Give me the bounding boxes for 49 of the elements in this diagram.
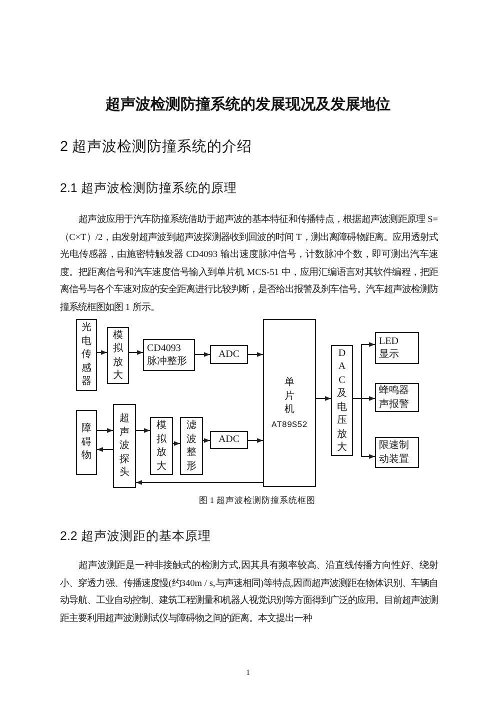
section-heading: 2 超声波检测防撞系统的介绍: [60, 138, 252, 157]
block-label: 模拟放大: [156, 419, 167, 473]
arrow: [316, 396, 332, 401]
block-label: DAC及电压放大: [336, 346, 348, 454]
arrow: [128, 350, 144, 355]
arrow: [136, 480, 264, 485]
block-label: ADC: [218, 348, 240, 362]
block-label: 模拟放大: [112, 328, 124, 382]
figure-caption: 图 1 超声波检测防撞系统框图: [198, 495, 316, 506]
arrow: [248, 438, 264, 443]
block-label: LED 显示: [379, 334, 400, 362]
block-box: [210, 345, 248, 364]
subsection-heading: 2.1 超声波检测防撞系统的原理: [60, 180, 237, 197]
block-label: 光电传感器: [81, 321, 92, 389]
block-label: 障碍物: [81, 422, 92, 463]
arrow: [202, 438, 210, 443]
block-box: [375, 437, 419, 468]
block-label: 限速制动装置: [379, 439, 410, 466]
block-label: 滤波整形: [186, 419, 197, 473]
block-label: 超声波探头: [119, 412, 130, 480]
block-box: [113, 404, 136, 488]
block-box: [210, 431, 248, 449]
block-box: [76, 410, 97, 475]
block-box: [180, 417, 203, 475]
arrow: [248, 352, 264, 357]
arrow: [136, 428, 150, 433]
arrow: [96, 428, 114, 433]
arrow: [194, 352, 210, 357]
arrow: [96, 447, 114, 452]
block-box: [143, 339, 195, 371]
block-label: 蜂鸣器声报警: [379, 384, 410, 411]
block-box: [76, 319, 97, 391]
page-number: 1: [246, 668, 250, 678]
block-label: AT89S52: [272, 420, 308, 430]
block-label: 单片机: [284, 376, 295, 417]
block-box: [263, 319, 316, 487]
block-box: [150, 417, 173, 475]
block-label: CD4093 脉冲整形: [147, 342, 188, 368]
subsection-heading: 2.2 超声波测距的基本原理: [60, 528, 211, 545]
block-box: [107, 327, 129, 384]
arrow: [172, 441, 180, 446]
block-box: [375, 332, 419, 364]
body-paragraph: 超声波测距是一种非接触式的检测方式,因其具有频率较高、沿直线传播方向性好、绕射小、穿透力强、传播速度慢(约340m / s,与声速相同)等特点,因而超声波测距在物体识别、车辆自动导航、工业自动控制、建筑工程测量和机器人视觉识别等方面得到广泛的应用。目前超声波测距主要利用超声波测测试仪与障碍物之间的距离。本文提出一种: [60, 559, 438, 626]
body-paragraph: 超声波应用于汽车防撞系统借助于超声波的基本特征和传播特点，根据超声波测距原理 S=（C×T）/2，由发射超声波到超声波探测器收到回波的时间 T，测出离障碍物距离。应用透射式光电传感器，由施密特触发器 CD4093 输出速度脉冲信号，计数脉冲个数，即可测出汽车速度。把距离信号和汽车速度信号输入到单片机 MCS-51 中，应用汇编语言对其软件编程，把距离信号与各个车速对应的安全距离进行比较判断，是否给出报警及刹车信号。汽车超声波检测防撞系统框图如图 1 所示。: [60, 213, 438, 314]
block-box: [331, 345, 353, 456]
page-title: 超声波检测防撞系统的发展现况及发展地位: [106, 95, 390, 115]
block-box: [375, 383, 419, 412]
arrow: [96, 350, 108, 355]
block-label: ADC: [218, 433, 240, 447]
